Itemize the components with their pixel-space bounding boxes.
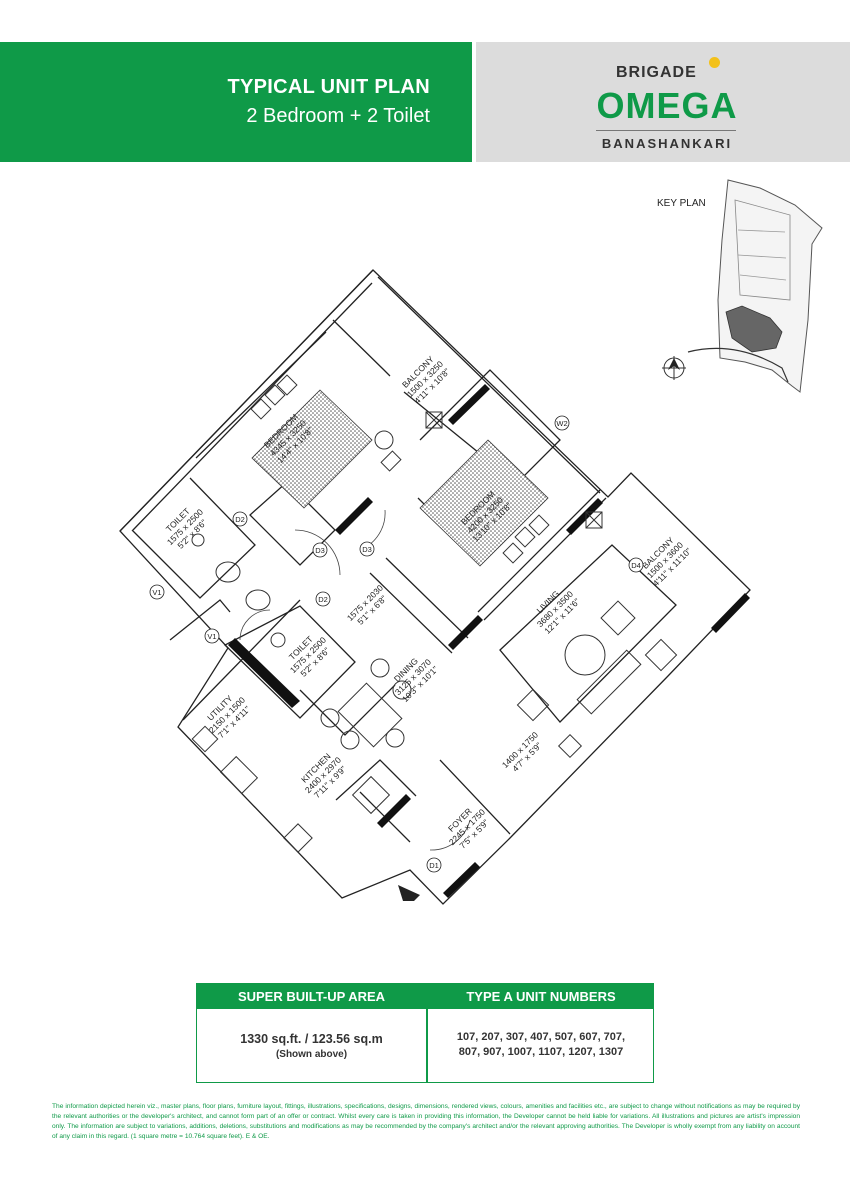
area-header: SUPER BUILT-UP AREA (197, 984, 426, 1009)
svg-text:D3: D3 (362, 545, 372, 554)
room-label-utility: UTILITY 2150 x 1500 7'1" x 4'11" (205, 693, 252, 740)
tag-d3-right: D3 (359, 541, 375, 557)
header-banner: TYPICAL UNIT PLAN 2 Bedroom + 2 Toilet (0, 42, 472, 162)
room-label-dining: DINING 3125 x 3070 10'3" x 10'1" (392, 656, 440, 704)
unit-numbers-line-1: 107, 207, 307, 407, 507, 607, 707, (456, 1031, 626, 1043)
opening-tags: W2 D2 D2 D3 D3 D4 V1 V1 D1 (149, 415, 644, 873)
key-plan: KEY PLAN (657, 179, 823, 393)
area-value: 1330 sq.ft. / 123.56 sq.m (240, 1032, 383, 1046)
bedroom-rug-1 (251, 389, 373, 509)
room-label-entry: 1400 x 1750 4'7" x 5'9" (500, 730, 544, 774)
unit-numbers-line-2: 807, 907, 1007, 1107, 1207, 1307 (458, 1046, 624, 1058)
tag-v1-upper: V1 (149, 584, 165, 600)
unit-numbers: 107, 207, 307, 407, 507, 607, 707, 807, … (428, 1030, 654, 1060)
room-label-toilet-1: TOILET 1575 x 2500 5'2" x 8'6" (164, 506, 209, 551)
room-label-foyer: FOYER 2245 x 1750 7'5" x 5'9" (446, 806, 491, 851)
tag-d4: D4 (628, 557, 644, 573)
entry-arrow-icon (398, 885, 420, 901)
units-header: TYPE A UNIT NUMBERS (428, 984, 654, 1009)
bedroom-rug-2 (419, 439, 549, 567)
tag-w2: W2 (554, 415, 570, 431)
svg-text:D4: D4 (631, 561, 641, 570)
tag-d2-lower: D2 (315, 591, 331, 607)
door-swings (239, 509, 471, 851)
tag-v1-lower: V1 (204, 628, 220, 644)
svg-text:V1: V1 (207, 632, 216, 641)
logo-location: BANASHANKARI (601, 136, 733, 151)
page-title: TYPICAL UNIT PLAN (227, 76, 430, 98)
logo-name: OMEGA (596, 85, 738, 126)
disclaimer-text: The information depicted herein viz., ma… (52, 1103, 800, 1140)
svg-text:V1: V1 (152, 588, 161, 597)
room-label-passage: 1575 x 2030 5'1" x 6'8" (345, 583, 389, 627)
brand-logo: BRIGADE OMEGA BANASHANKARI (594, 52, 740, 156)
floor-plan-drawing: KEY PLAN (119, 179, 823, 905)
page-subtitle: 2 Bedroom + 2 Toilet (246, 105, 430, 127)
tag-d2-upper: D2 (232, 511, 248, 527)
svg-text:W2: W2 (556, 419, 567, 428)
floor-plan: KEY PLAN (0, 170, 850, 910)
area-table: SUPER BUILT-UP AREA TYPE A UNIT NUMBERS … (196, 983, 654, 1083)
table-divider (426, 984, 428, 1082)
svg-text:D3: D3 (315, 546, 325, 555)
svg-text:D2: D2 (235, 515, 245, 524)
furniture (191, 374, 678, 853)
room-label-living: LIVING 3680 x 3500 12'1" x 11'6" (534, 588, 581, 635)
room-label-toilet-2: TOILET 1575 x 2500 5'2" x 8'6" (287, 634, 332, 679)
tag-d1: D1 (426, 857, 442, 873)
room-label-balcony-1: BALCONY 1500 x 3250 4'11" x 10'8" (400, 354, 452, 406)
key-plan-label: KEY PLAN (657, 198, 706, 209)
svg-text:D2: D2 (318, 595, 328, 604)
room-label-balcony-2: BALCONY 1500 x 3600 4'11" x 11'10" (640, 535, 693, 589)
logo-panel (476, 42, 850, 162)
logo-dot-icon (709, 57, 720, 68)
logo-brand: BRIGADE (616, 64, 697, 81)
logo-divider (596, 130, 736, 131)
wall-blocks (228, 384, 750, 898)
tag-d3-left: D3 (312, 542, 328, 558)
svg-text:D1: D1 (429, 861, 439, 870)
area-note: (Shown above) (275, 1049, 348, 1060)
